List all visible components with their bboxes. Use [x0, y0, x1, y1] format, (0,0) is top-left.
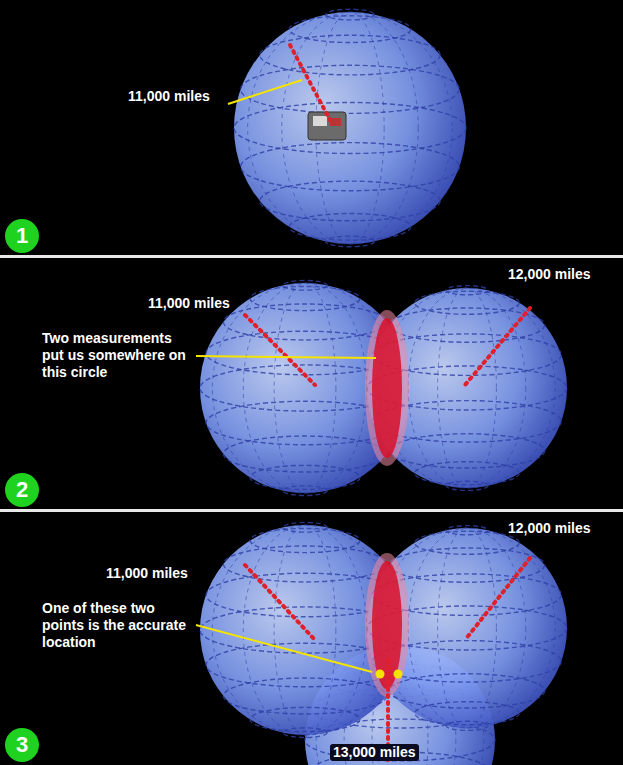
callout-number-text: 3: [16, 732, 28, 758]
callout-number-text: 1: [16, 223, 28, 249]
callout-number: 3: [5, 728, 39, 762]
satellite-range-sphere: [367, 526, 567, 731]
satellite-range-sphere: [234, 9, 466, 247]
callout-note: Two measurements put us somewhere on thi…: [42, 330, 194, 381]
satellite-range-sphere: [200, 522, 410, 737]
leader-line: [228, 80, 302, 104]
location-point: [394, 670, 403, 679]
callout-number: 2: [5, 473, 39, 507]
callout-number: 1: [5, 219, 39, 253]
callout-number-text: 2: [16, 477, 28, 503]
distance-label: 13,000 miles: [330, 744, 419, 761]
callout-note: One of these two points is the accurate …: [42, 600, 194, 651]
distance-label: 12,000 miles: [508, 520, 591, 537]
location-point: [376, 670, 385, 679]
leader-line: [196, 625, 372, 672]
satellite-range-sphere: [200, 280, 410, 495]
intersection-circle: [372, 318, 402, 458]
distance-label: 11,000 miles: [106, 565, 188, 582]
leader-line: [196, 356, 376, 358]
distance-label: 11,000 miles: [148, 295, 230, 312]
distance-label: 12,000 miles: [508, 266, 591, 283]
satellite-range-sphere: [367, 286, 567, 491]
distance-label: 11,000 miles: [128, 88, 210, 105]
